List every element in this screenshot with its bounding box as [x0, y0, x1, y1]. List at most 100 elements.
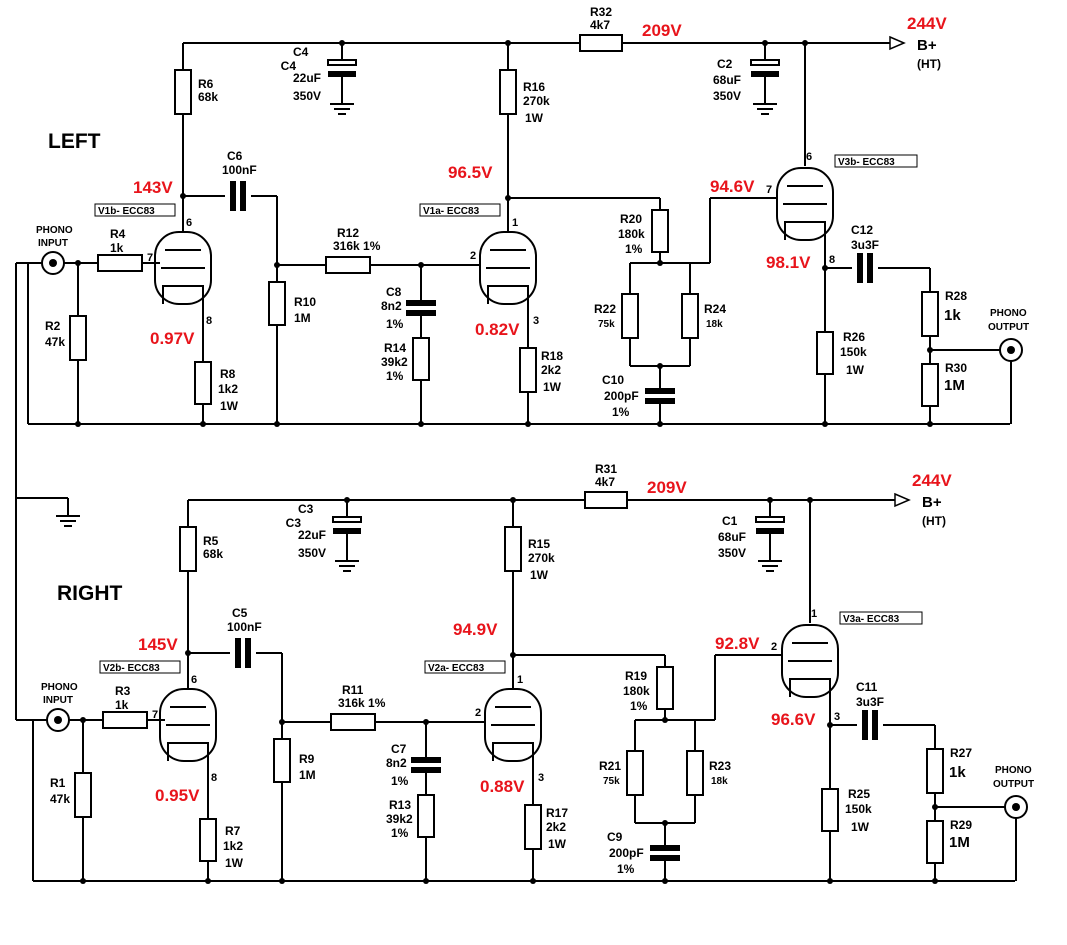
c-filter1-ref-top: C4 [293, 45, 309, 59]
r-out-load-value: 1M [944, 377, 965, 394]
filter-cap-1 [327, 59, 357, 77]
r-anode2-value: 270k [528, 551, 555, 565]
cap-plate-positive [750, 59, 780, 66]
junction-dot [767, 497, 773, 503]
tube-type: - ECC83 [861, 614, 900, 625]
tube-stage2 [479, 231, 537, 305]
cap-plate-positive [327, 59, 357, 66]
r-input-load-ref: R1 [50, 776, 66, 790]
cap-plate-left [857, 253, 863, 283]
cap-plate-negative [328, 71, 356, 77]
tube-tag-box [419, 203, 501, 217]
tube-cathode [789, 678, 831, 697]
phono-output-jack [999, 338, 1023, 362]
riaa-cap [645, 388, 675, 404]
r-cathode3-value: 150k [845, 802, 872, 816]
r-shunt-value: 39k2 [386, 812, 413, 826]
cap-plate-right [240, 181, 246, 211]
r-riaa-top [651, 209, 669, 253]
stage2-anode-voltage: 94.9V [453, 620, 498, 639]
r-cathode3-ref: R25 [848, 787, 870, 801]
c-filter1-value: 22uF [293, 71, 321, 85]
r-riaa-right-value: 18k [711, 776, 728, 787]
c-filter1-voltage: 350V [293, 89, 321, 103]
stage1-grid-pin: 7 [152, 709, 158, 721]
c-filter1-value: 22uF [298, 528, 326, 542]
r-input-load-ref: R2 [45, 319, 61, 333]
r-shunt-ref: R13 [389, 798, 411, 812]
junction-dot [662, 878, 668, 884]
junction-dot [279, 878, 285, 884]
stage3-cathode-voltage: 96.6V [771, 710, 816, 729]
c-filter1-ref: C4 [281, 59, 297, 73]
stage1-anode-voltage: 143V [133, 178, 173, 197]
r-grid-leak-ref: R10 [294, 295, 316, 309]
r-grid-leak-ref: R9 [299, 752, 315, 766]
stage1-cathode-voltage: 0.95V [155, 786, 200, 805]
c-output-value: 3u3F [851, 238, 879, 252]
tube-tag-box [94, 203, 176, 217]
input-label-1: PHONO [41, 682, 78, 693]
r-anode-stage1 [179, 526, 197, 572]
tube-tag-text: V3a- ECC83 [843, 614, 900, 625]
r-cathode-stage2 [519, 347, 537, 393]
tube-tag-stage1: V2b- ECC83 [99, 660, 181, 674]
tube-tag-text: V1b- ECC83 [98, 206, 155, 217]
stage2-cathode-pin: 3 [538, 772, 544, 784]
r-cathode3-ref: R26 [843, 330, 865, 344]
r-rias-series-value: 316k 1% [338, 696, 386, 710]
r-grid-stopper [102, 711, 148, 729]
r-ht-series-value: 4k7 [595, 475, 615, 489]
r-rias-shunt [417, 794, 435, 838]
stage1-cathode-voltage: 0.97V [150, 329, 195, 348]
c-filter2-voltage: 350V [713, 89, 741, 103]
ht-dropped-voltage: 209V [642, 21, 682, 40]
junction-dot [200, 421, 206, 427]
tube-stage1 [154, 231, 212, 305]
r-riaa-top [656, 666, 674, 710]
tube-type: - ECC83 [121, 663, 160, 674]
c-shunt-value: 8n2 [381, 299, 402, 313]
r-rias-series [325, 256, 371, 274]
coupling-cap-1 [230, 181, 246, 211]
jack-center [1007, 346, 1015, 354]
jack-center [54, 716, 62, 724]
r-cathode2-power: 1W [543, 380, 562, 394]
r-ht-series-ref: R32 [590, 5, 612, 19]
c-couple1-ref: C5 [232, 606, 248, 620]
r-grid-leak-value: 1M [294, 311, 311, 325]
tube-tag-stage2: V2a- ECC83 [424, 660, 506, 674]
r-grid-value: 1k [115, 698, 129, 712]
c-filter1-ref-top: C3 [298, 502, 314, 516]
r-anode1-value: 68k [203, 547, 223, 561]
cap-plate-positive [332, 516, 362, 523]
output-label-1: PHONO [995, 765, 1032, 776]
stage3-cathode-pin: 3 [834, 711, 840, 723]
c-shunt-tol: 1% [386, 317, 404, 331]
r-cathode2-ref: R18 [541, 349, 563, 363]
c-filter1-ref: C3 [286, 516, 302, 530]
c-riaa-ref: C9 [607, 830, 623, 844]
r-riaa-left-ref: R21 [599, 759, 621, 773]
r-anode2-ref: R16 [523, 80, 545, 94]
junction-dot [657, 421, 663, 427]
phono-input-jack [46, 708, 70, 732]
cap-plate-positive [755, 516, 785, 523]
tube-name: V1a [423, 206, 441, 217]
r-output-load [926, 820, 944, 864]
r-ht-series [584, 491, 628, 509]
tube-cathode [784, 221, 826, 240]
r-anode-stage1 [174, 69, 192, 115]
output-label-2: OUTPUT [993, 779, 1034, 790]
c-output-ref: C11 [856, 680, 878, 694]
r-cathode-stage1 [194, 361, 212, 405]
stage3-grid-pin: 7 [766, 184, 772, 196]
r-rias-series [330, 713, 376, 731]
tube-cathode [487, 285, 529, 304]
rias-shunt-cap [406, 300, 436, 316]
r-out-series-ref: R27 [950, 746, 972, 760]
junction-dot [75, 421, 81, 427]
